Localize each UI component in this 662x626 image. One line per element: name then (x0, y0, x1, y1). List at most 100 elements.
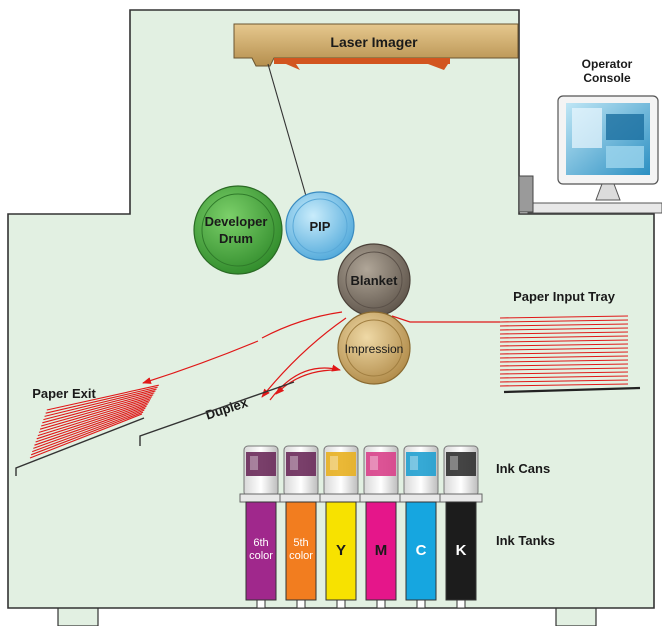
paper-input-tray-label: Paper Input Tray (513, 289, 616, 304)
ink-can-cap (239, 493, 283, 503)
ink-tank-label: M (375, 542, 388, 559)
paper-sheet (33, 407, 146, 449)
ink-tank-nozzle (456, 599, 466, 609)
paper-sheet (37, 400, 151, 437)
ink-tank-label: C (416, 542, 427, 559)
paper-input-tray-base (503, 386, 641, 394)
paper-sheet (45, 386, 158, 414)
ink-can (239, 445, 283, 503)
blanket-cylinder: Blanket (337, 243, 411, 317)
ink-tank-nozzle (416, 599, 426, 609)
ink-tank-label: color (289, 550, 313, 562)
monitor-window (606, 114, 644, 140)
developer-drum-label: Drum (219, 231, 253, 246)
operator-console-label: Console (583, 71, 631, 85)
paper-sheet (36, 401, 149, 440)
pip-cylinder: PIP (285, 191, 355, 261)
ink-tank-label: 6th (253, 537, 268, 549)
ink-cans (239, 445, 483, 503)
paper-path-arrow-duplex (261, 317, 347, 398)
operator-console-label: Operator (582, 57, 633, 71)
ink-can-cap (359, 493, 403, 503)
press-foot (555, 605, 597, 626)
paper-feed-path (391, 315, 500, 323)
ink-tank-nozzle (336, 599, 346, 609)
ink-tank: Y (325, 501, 357, 609)
paper-sheet (34, 405, 147, 446)
ink-can-cap (279, 493, 323, 503)
pip-label: PIP (310, 219, 331, 234)
paper-sheet (499, 355, 629, 359)
ink-can-cap (319, 493, 363, 503)
ink-tank: K (445, 501, 477, 609)
paper-path-arrow-exit (142, 340, 259, 384)
blanket-label: Blanket (351, 273, 399, 288)
paper-sheet (38, 398, 152, 433)
paper-sheet (499, 323, 629, 327)
paper-sheet (42, 392, 155, 424)
paper-input-tray (499, 315, 641, 394)
ink-tank: M (365, 501, 397, 609)
console-arm (527, 202, 662, 214)
paper-exit-label: Paper Exit (32, 386, 96, 401)
ink-can (439, 445, 483, 503)
developer-drum: Developer Drum (193, 185, 283, 275)
paper-sheet (499, 379, 629, 383)
paper-sheet (499, 335, 629, 339)
paper-exit-tray (15, 417, 145, 476)
ink-can-cap (399, 493, 443, 503)
ink-can (319, 445, 363, 503)
paper-path-arrow-exit (261, 311, 343, 339)
paper-sheet (499, 347, 629, 351)
operator-console: Operator Console (518, 57, 662, 214)
paper-sheet (499, 363, 629, 367)
paper-sheet (499, 331, 629, 335)
impression-cylinder: Impression (337, 311, 411, 385)
paper-sheet (39, 396, 153, 430)
paper-sheet (499, 343, 629, 347)
paper-sheet (46, 384, 159, 411)
paper-sheet (499, 383, 629, 387)
monitor-window (572, 108, 602, 148)
press-body (7, 9, 655, 609)
press-foot (57, 605, 99, 626)
paper-sheet (499, 371, 629, 375)
paper-sheet (44, 388, 157, 417)
paper-sheet (35, 403, 148, 443)
ink-can (279, 445, 323, 503)
ink-cans-label: Ink Cans (496, 461, 550, 476)
monitor-stand (595, 183, 621, 201)
ink-tank-nozzle (256, 599, 266, 609)
paper-sheet (43, 390, 156, 421)
developer-drum-label: Developer (205, 214, 268, 229)
laser-beam-line (267, 63, 307, 197)
ink-can-cap (439, 493, 483, 503)
ink-tank-label: color (249, 550, 273, 562)
console-mount (518, 175, 534, 213)
monitor-window (606, 146, 644, 168)
ink-tank-nozzle (376, 599, 386, 609)
paper-path-arrow-return-head (275, 369, 337, 395)
ink-can (399, 445, 443, 503)
paper-sheet (32, 409, 145, 453)
ink-tank-label: K (456, 542, 467, 559)
paper-sheet (30, 411, 144, 456)
laser-imager: Laser Imager (233, 23, 519, 70)
laser-imager-label: Laser Imager (330, 34, 418, 50)
duplex-tray (139, 381, 295, 446)
paper-sheet (499, 375, 629, 379)
ink-can (359, 445, 403, 503)
ink-tank: C (405, 501, 437, 609)
ink-tank-label: Y (336, 542, 346, 559)
impression-label: Impression (345, 342, 404, 356)
ink-tank-nozzle (296, 599, 306, 609)
ink-tanks-label: Ink Tanks (496, 533, 555, 548)
paper-sheet (41, 394, 154, 427)
paper-sheet (29, 413, 143, 459)
paper-sheet (499, 327, 629, 331)
paper-sheet (499, 359, 629, 363)
